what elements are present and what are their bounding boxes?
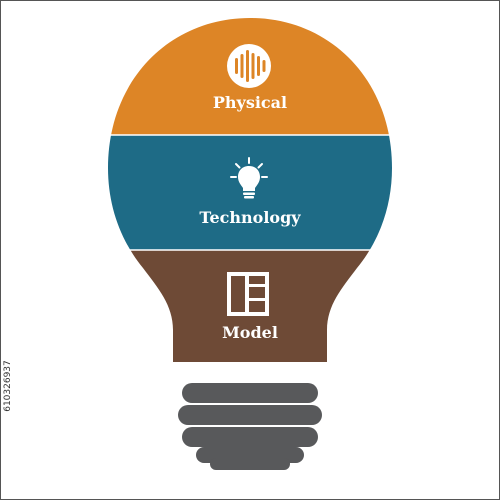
waveform-icon	[227, 44, 271, 88]
layout-blocks-icon	[227, 272, 269, 316]
model-label: Model	[222, 323, 278, 342]
lightbulb-icon	[230, 157, 268, 199]
physical-label: Physical	[212, 93, 288, 112]
technology-label: Technology	[199, 208, 301, 227]
bulb-base	[178, 383, 322, 470]
stock-id-text: 610326937	[3, 360, 13, 412]
